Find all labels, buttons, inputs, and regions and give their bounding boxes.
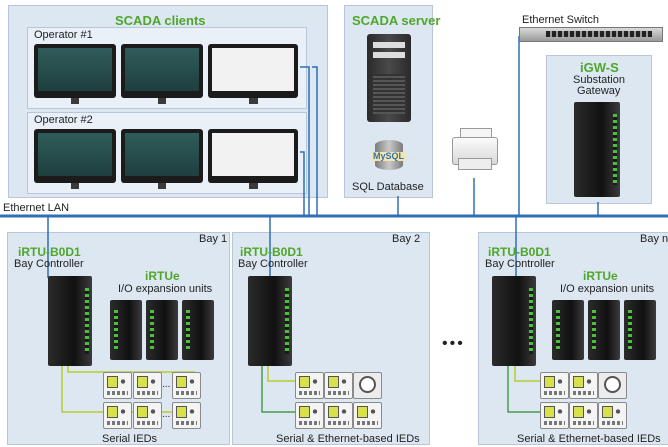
bay-1-label: Bay 1 <box>199 233 228 245</box>
bay-n-expansion-unit-1 <box>552 300 584 360</box>
bay-1-expansion-unit-2 <box>146 300 178 360</box>
operator-2-monitor-2 <box>121 129 203 189</box>
scada-clients-title: SCADA clients <box>115 13 206 28</box>
ethernet-switch-label: Ethernet Switch <box>522 14 600 26</box>
bay-1-serial-top <box>67 363 100 373</box>
bay-1-expansion-sub: I/O expansion units <box>118 283 213 295</box>
bay-n-ethernet <box>507 363 540 413</box>
bay-1-serial-bottom <box>61 363 100 413</box>
bay-n-controller-sub: Bay Controller <box>485 258 555 270</box>
bay-2-ieds-label: Serial & Ethernet-based IEDs <box>276 433 420 445</box>
bay-n-ied-1 <box>540 372 569 399</box>
bay-1-ied-dots-top: ... <box>162 379 171 390</box>
gateway-line-1: Substation <box>573 74 625 86</box>
bay-1-ied-1 <box>103 372 132 399</box>
gateway-line-2: Gateway <box>577 85 621 97</box>
bay-n-meter <box>598 372 627 399</box>
bay-2-ethernet <box>261 363 295 413</box>
bay-1-ied-3 <box>172 372 201 399</box>
bay-n-ied-3 <box>540 402 569 429</box>
bay-1-ied-dots-bottom: ... <box>162 409 171 420</box>
operator-2-link <box>300 151 305 216</box>
ethernet-switch-icon <box>519 27 663 42</box>
bay-1-controller-title: iRTU-B0D1 <box>18 245 81 259</box>
bay-n-label: Bay n <box>640 233 668 245</box>
bay-1-ied-6 <box>172 402 201 429</box>
ethernet-lan-label: Ethernet LAN <box>3 202 70 214</box>
bays-ellipsis: ••• <box>442 335 465 352</box>
bay-2-ied-3 <box>295 402 324 429</box>
bay-2-ied-1 <box>295 372 324 399</box>
bay-n-ied-4 <box>569 402 598 429</box>
bay-n-expansion-title: iRTUe <box>583 269 618 283</box>
gateway-title: iGW-S <box>580 60 619 75</box>
bay-n-ied-5 <box>598 402 627 429</box>
operator-2-monitor-1 <box>34 129 116 189</box>
server-tower <box>367 34 411 122</box>
operator-1-monitor-3 <box>208 44 298 104</box>
bay-2-controller-title: iRTU-B0D1 <box>240 245 303 259</box>
operator-1-label: Operator #1 <box>34 29 93 41</box>
bay-2-label: Bay 2 <box>392 233 421 245</box>
bay-1-ieds-label: Serial IEDs <box>102 433 158 445</box>
bay-2-meter <box>353 372 382 399</box>
bay-1-controller-device <box>48 276 92 366</box>
bay-n-ieds-label: Serial & Ethernet-based IEDs <box>517 433 661 445</box>
bay-1-ied-2 <box>133 372 162 399</box>
bay-1-expansion-unit-1 <box>110 300 142 360</box>
bay-1-controller-sub: Bay Controller <box>14 258 84 270</box>
bay-n-serial-top <box>514 363 540 382</box>
bay-n-expansion-unit-3 <box>624 300 656 360</box>
bay-n-controller-title: iRTU-B0D1 <box>488 245 551 259</box>
bay-2-controller-device <box>248 276 292 366</box>
bay-n-ied-2 <box>569 372 598 399</box>
bay-1-ied-5 <box>133 402 162 429</box>
bay-n-expansion-unit-2 <box>588 300 620 360</box>
bay-2-serial-top <box>267 363 295 382</box>
operator-2-monitor-3 <box>208 129 298 189</box>
clients-uplink <box>312 66 318 216</box>
bay-1-expansion-unit-3 <box>182 300 214 360</box>
bay-1-ied-4 <box>103 402 132 429</box>
bay-2-ied-5 <box>353 402 382 429</box>
bay-n-expansion-sub: I/O expansion units <box>560 283 655 295</box>
sql-database-label: SQL Database <box>352 181 424 193</box>
printer-icon <box>452 128 498 172</box>
bay-2-ied-4 <box>324 402 353 429</box>
bay-n-controller-device <box>492 276 536 366</box>
gateway-device <box>574 102 620 197</box>
operator-1-monitor-2 <box>121 44 203 104</box>
bay-2-controller-sub: Bay Controller <box>238 258 308 270</box>
operator-1-link <box>300 66 310 216</box>
operator-1-monitor-1 <box>34 44 116 104</box>
scada-server-title: SCADA server <box>352 13 441 28</box>
operator-2-label: Operator #2 <box>34 114 93 126</box>
mysql-logo: MySQL <box>371 151 407 161</box>
bay-1-expansion-title: iRTUe <box>145 269 180 283</box>
bay-2-ied-2 <box>324 372 353 399</box>
